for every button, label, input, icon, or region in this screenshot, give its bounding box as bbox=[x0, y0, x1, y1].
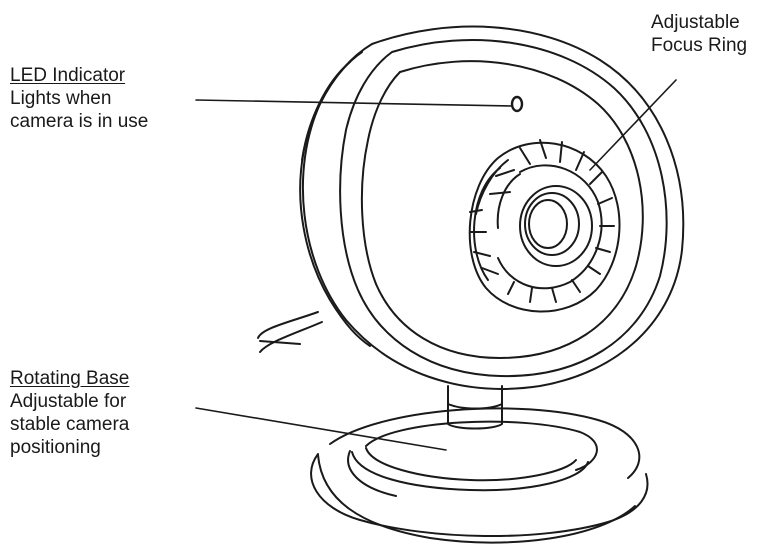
rotating-base bbox=[310, 407, 649, 544]
rotating-base-callout: Rotating Base Adjustable for stable came… bbox=[10, 367, 129, 459]
rotating-base-desc-line-1: Adjustable for bbox=[10, 391, 127, 412]
stem bbox=[447, 385, 503, 430]
base-leader-line bbox=[195, 407, 447, 451]
cable bbox=[257, 311, 323, 353]
lens bbox=[519, 185, 593, 267]
focus-ring-label-line-1: Adjustable bbox=[651, 12, 740, 33]
focus-leader-line bbox=[589, 79, 677, 171]
led-indicator-desc-line-1: Lights when bbox=[10, 88, 112, 109]
rotating-base-desc-line-3: positioning bbox=[10, 437, 101, 458]
led-indicator bbox=[510, 95, 524, 113]
led-indicator-title: LED Indicator bbox=[10, 65, 126, 86]
led-indicator-desc-line-2: camera is in use bbox=[10, 111, 149, 132]
focus-ring-label-line-2: Focus Ring bbox=[651, 35, 748, 56]
led-indicator-callout: LED Indicator Lights when camera is in u… bbox=[10, 64, 148, 133]
focus-ring-callout: Adjustable Focus Ring bbox=[651, 11, 747, 57]
camera-body bbox=[299, 25, 685, 390]
rotating-base-desc-line-2: stable camera bbox=[10, 414, 130, 435]
rotating-base-title: Rotating Base bbox=[10, 368, 130, 389]
focus-ring bbox=[468, 139, 621, 313]
led-leader-line bbox=[195, 99, 513, 107]
